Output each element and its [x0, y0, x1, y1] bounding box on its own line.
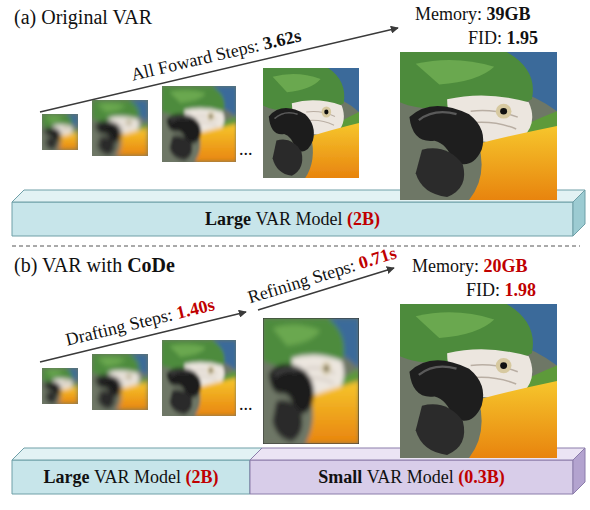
parrot-image	[42, 368, 78, 404]
parrot-photo	[92, 354, 148, 410]
photo-ground	[42, 368, 78, 404]
parrot-image	[400, 52, 557, 200]
annotation-text: (b) VAR with	[14, 254, 122, 276]
annotation-text: 20GB	[484, 256, 528, 276]
annotation: (b) VAR withCoDe	[14, 253, 175, 277]
parrot-photo	[400, 52, 557, 200]
parrot-image	[42, 114, 78, 150]
photo-ground	[263, 318, 359, 444]
band-label: SmallVAR Model(0.3B)	[250, 460, 573, 494]
band-text: Large	[205, 208, 251, 230]
parrot-photo	[92, 100, 148, 156]
parrot-image	[92, 100, 148, 156]
photo-ground	[162, 86, 236, 162]
photo-ground	[42, 114, 78, 150]
parrot-image	[400, 304, 557, 458]
parrot-photo	[162, 86, 236, 162]
annotation-text: Memory:	[412, 256, 479, 276]
parrot-photo	[42, 114, 78, 150]
slab-front	[250, 460, 573, 494]
annotation-text: 1.40s	[174, 295, 216, 323]
band-text: (0.3B)	[458, 466, 505, 488]
band-text: Small	[318, 466, 362, 488]
band-text: VAR Model	[367, 466, 454, 488]
parrot-image	[92, 354, 148, 410]
dashed-separator	[12, 246, 580, 247]
annotation-text: ...	[239, 139, 253, 159]
parrot-photo	[263, 68, 359, 178]
annotation-text: 3.62s	[261, 26, 303, 54]
annotation-text: FID:	[466, 280, 500, 300]
annotation-text: CoDe	[127, 254, 175, 276]
annotation-text: Memory:	[415, 4, 482, 24]
slab-top	[12, 448, 262, 460]
parrot-image	[162, 340, 236, 416]
annotation-text: 1.95	[507, 28, 539, 48]
model-band: LargeVAR Model(2B)	[12, 448, 262, 494]
annotation: FID:1.98	[466, 279, 536, 301]
slab-side	[573, 448, 585, 494]
annotation-text: (a) Original VAR	[14, 6, 152, 28]
parrot-photo	[263, 318, 359, 444]
annotation: FID:1.95	[468, 27, 538, 49]
annotation-text: ...	[239, 394, 253, 414]
band-text: (2B)	[347, 208, 380, 230]
annotation: Memory:39GB	[415, 3, 531, 25]
band-text: Large	[43, 466, 89, 488]
annotation-text: FID:	[468, 28, 502, 48]
annotation-text: All Foward Steps:	[129, 36, 261, 85]
parrot-image	[263, 318, 359, 444]
annotation: (a) Original VAR	[14, 5, 152, 29]
band-text: VAR Model	[94, 466, 181, 488]
band-text: VAR Model	[255, 208, 342, 230]
annotation: Memory:20GB	[412, 255, 528, 277]
annotation-text: 1.98	[505, 280, 537, 300]
photo-ground	[263, 68, 359, 178]
slab-side	[573, 190, 585, 236]
parrot-photo	[162, 340, 236, 416]
parrot-image	[263, 68, 359, 178]
band-text: (2B)	[186, 466, 219, 488]
photo-ground	[162, 340, 236, 416]
photo-border	[263, 318, 359, 444]
band-label: LargeVAR Model(2B)	[12, 460, 250, 494]
photo-ground	[92, 100, 148, 156]
parrot-image	[162, 86, 236, 162]
annotation-text: Refining Steps:	[245, 255, 357, 307]
slab-front	[12, 460, 250, 494]
photo-ground	[92, 354, 148, 410]
parrot-photo	[400, 304, 557, 458]
annotation-text: 39GB	[487, 4, 531, 24]
annotation: Refining Steps:0.71s	[245, 241, 399, 308]
band-label: LargeVAR Model(2B)	[12, 202, 573, 236]
parrot-photo	[42, 368, 78, 404]
slab-front	[12, 202, 573, 236]
annotation: ...	[239, 138, 253, 160]
annotation: ...	[239, 393, 253, 415]
